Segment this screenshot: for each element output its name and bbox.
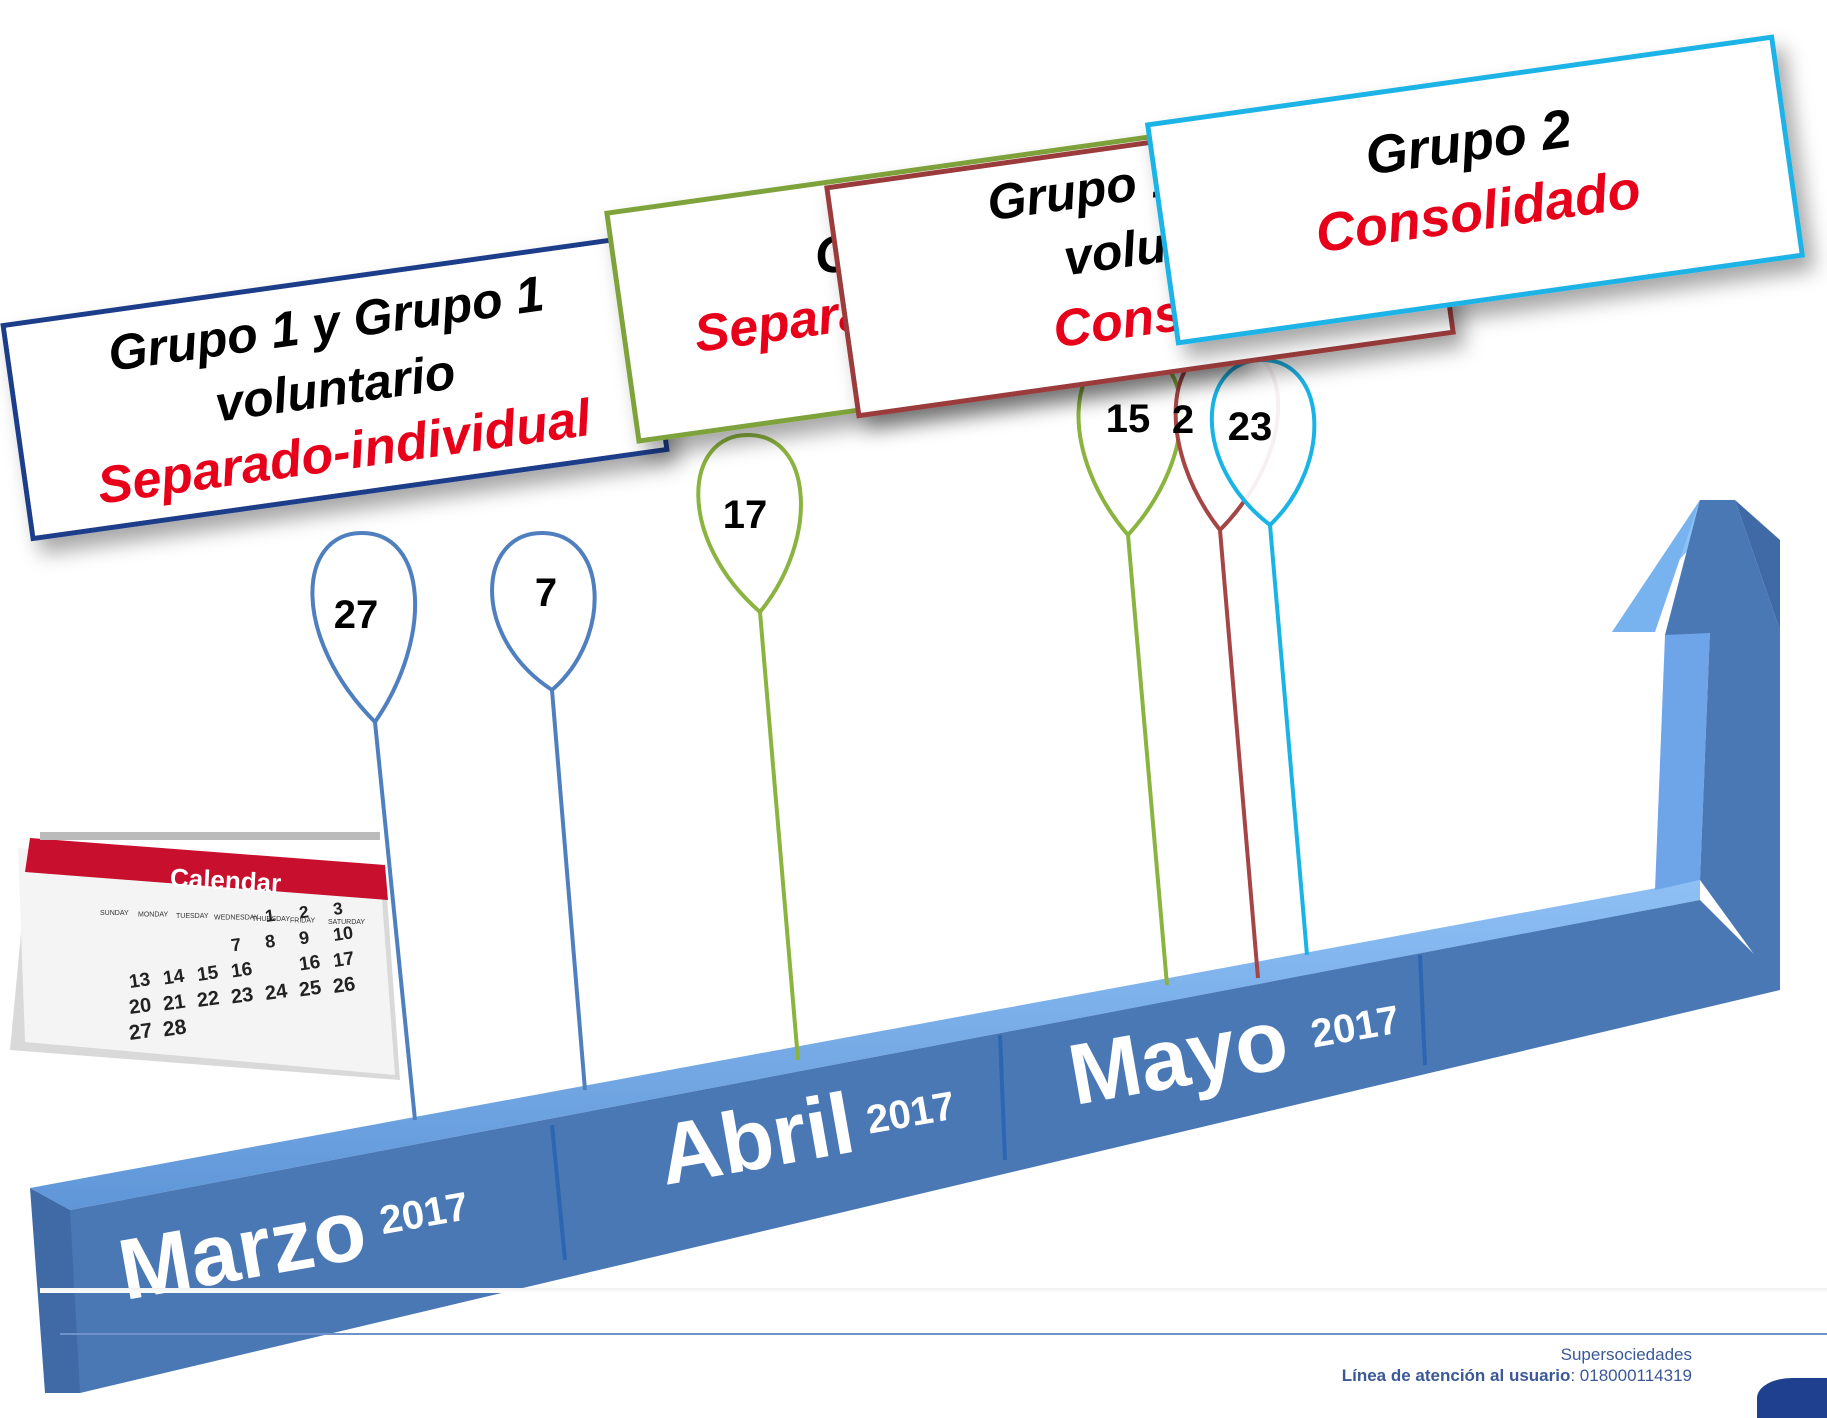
calendar-day: 21 <box>162 991 187 1016</box>
pins: 27 7 17 15 2 23 <box>310 342 1317 1121</box>
pin-stem <box>1218 529 1260 979</box>
date-pin: 15 <box>1076 347 1183 986</box>
date-pin: 17 <box>696 432 803 1061</box>
group-card: Grupo 1 y Grupo 1voluntarioSeparado-indi… <box>0 233 670 542</box>
pin-day: 7 <box>535 571 557 615</box>
calendar-day: 7 <box>230 934 243 955</box>
calendar-weekday: SUNDAY <box>100 910 129 917</box>
logo-icon <box>1757 1378 1827 1418</box>
pin-stem <box>550 689 587 1091</box>
pin-day: 15 <box>1106 397 1151 441</box>
pin-stem <box>373 721 417 1121</box>
calendar-day: 28 <box>161 1015 188 1041</box>
calendar-day: 1 <box>264 906 276 926</box>
calendar-weekday: SATURDAY <box>328 919 365 926</box>
pin-stem <box>1126 534 1169 986</box>
pin-day: 23 <box>1228 405 1273 449</box>
timeline-arrow <box>30 500 1780 1393</box>
pin-stem <box>1268 524 1309 956</box>
calendar-day: 13 <box>128 969 152 993</box>
calendar-weekday: THURSDAY <box>252 916 290 923</box>
calendar-day: 16 <box>298 952 322 976</box>
calendar-day: 27 <box>127 1019 153 1045</box>
calendar-day: 20 <box>128 994 153 1019</box>
date-pin: 23 <box>1209 357 1317 956</box>
calendar-day: 17 <box>332 948 356 972</box>
cards: Grupo 1 y Grupo 1voluntarioSeparado-indi… <box>0 34 1806 542</box>
calendar-day: 14 <box>162 966 186 990</box>
footer-phone: Línea de atención al usuario: 0180001143… <box>1342 1365 1692 1386</box>
footer-divider-shadow <box>40 1288 1827 1293</box>
calendar-day: 2 <box>298 902 310 922</box>
footer-phone-label: Línea de atención al usuario <box>1341 1366 1571 1385</box>
calendar-weekday: FRIDAY <box>290 918 315 925</box>
calendar-day: 16 <box>230 959 254 983</box>
calendar-day: 8 <box>264 931 277 952</box>
date-pin: 7 <box>490 530 597 1091</box>
calendar-day: 22 <box>196 987 221 1012</box>
calendar-day: 3 <box>332 899 344 919</box>
pin-day: 2 <box>1172 398 1194 442</box>
footer-divider <box>60 1333 1827 1335</box>
calendar-day: 25 <box>298 977 323 1002</box>
pin-day: 17 <box>723 493 768 537</box>
pin-head <box>310 530 418 726</box>
footer: Supersociedades Línea de atención al usu… <box>1342 1344 1692 1386</box>
card-frame <box>1144 34 1806 346</box>
pin-head <box>696 432 803 615</box>
footer-phone-value: : 018000114319 <box>1570 1366 1692 1385</box>
calendar-weekday: WEDNESDAY <box>214 915 259 922</box>
calendar-weekday: TUESDAY <box>176 913 209 920</box>
pin-day: 27 <box>334 593 379 637</box>
date-pin: 27 <box>310 530 418 1121</box>
pin-stem <box>758 611 800 1061</box>
calendar-day: 9 <box>298 927 311 948</box>
calendar-title: Calendar <box>169 862 282 898</box>
calendar-day: 24 <box>264 980 290 1005</box>
calendar-day: 15 <box>196 962 220 986</box>
footer-org: Supersociedades <box>1560 1345 1692 1364</box>
calendar-day: 10 <box>332 922 355 945</box>
calendar-weekday: MONDAY <box>138 912 169 919</box>
calendar-day: 26 <box>332 973 357 998</box>
pin-head <box>490 530 597 693</box>
calendar-rings <box>40 832 380 840</box>
calendar-icon: Calendar SUNDAY MONDAY TUESDAY WEDNESDAYTHU… <box>10 832 400 1080</box>
calendar-day: 23 <box>230 984 255 1009</box>
